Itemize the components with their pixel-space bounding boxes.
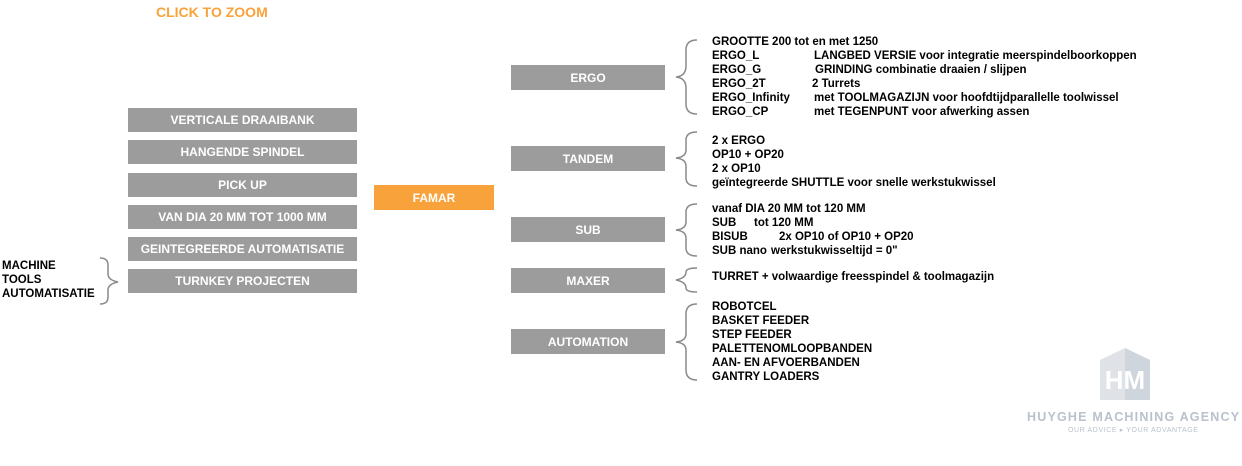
sub-bracket [675,203,698,257]
famar-center-node[interactable]: FAMAR [374,185,494,210]
logo-tagline: OUR ADVICE ▸ YOUR ADVANTAGE [1068,427,1199,434]
maxer-box[interactable]: MAXER [511,268,665,293]
left-item-automatisatie[interactable]: GEINTEGREERDE AUTOMATISATIE [128,237,357,261]
left-item-hangende-spindel[interactable]: HANGENDE SPINDEL [128,140,357,164]
machine-bracket [99,257,119,305]
logo-name: HUYGHE MACHINING AGENCY [1027,410,1241,424]
logo-mark [1100,348,1150,400]
left-item-pick-up[interactable]: PICK UP [128,173,357,197]
ergo-heading: GROOTTE 200 tot en met 1250 [712,36,879,48]
left-item-dia-range[interactable]: VAN DIA 20 MM TOT 1000 MM [128,205,357,229]
left-item-verticale-draaibank[interactable]: VERTICALE DRAAIBANK [128,108,357,132]
maxer-description: TURRET + volwaardige freesspindel & tool… [712,271,995,283]
machine-tools-label: MACHINE TOOLS AUTOMATISATIE [2,260,95,300]
tandem-box[interactable]: TANDEM [511,146,665,171]
automation-bracket [675,303,698,381]
sub-box[interactable]: SUB [511,217,665,242]
left-item-turnkey[interactable]: TURNKEY PROJECTEN [128,269,357,293]
automation-box[interactable]: AUTOMATION [511,329,665,354]
ergo-box[interactable]: ERGO [511,65,665,90]
click-to-zoom-link[interactable]: CLICK TO ZOOM [156,4,268,20]
automation-description: ROBOTCEL BASKET FEEDER STEP FEEDER PALET… [712,301,873,383]
ergo-bracket [675,39,698,115]
tandem-description: 2 x ERGO OP10 + OP20 2 x OP10 geïntegree… [712,135,996,189]
tandem-bracket [675,131,698,187]
maxer-bracket [675,267,698,293]
logo-letters: HM [1104,364,1146,395]
